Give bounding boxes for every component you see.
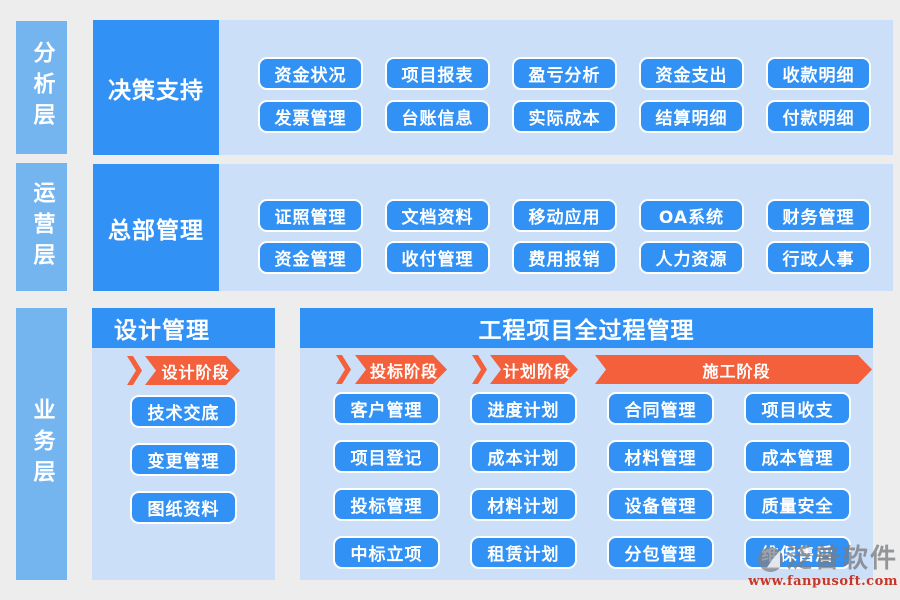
project-process-panel: 工程项目全过程管理 投标阶段 计划阶段 施工阶段 客户管理项目登记投标管理中标立… bbox=[300, 308, 873, 580]
bidding-stage-banner: 投标阶段 bbox=[355, 355, 447, 384]
design-stage-banner: 设计阶段 bbox=[145, 356, 240, 385]
layer-label-business: 业务层 bbox=[16, 308, 67, 580]
construction-stage-banner: 施工阶段 bbox=[595, 355, 872, 384]
module-button[interactable]: 成本计划 bbox=[470, 440, 577, 473]
module-button[interactable]: 资金管理 bbox=[258, 241, 363, 274]
decision-support-title: 决策支持 bbox=[93, 20, 219, 155]
module-button[interactable]: 项目报表 bbox=[385, 57, 490, 90]
module-button[interactable]: 付款明细 bbox=[766, 100, 871, 133]
stage-chevron-icon bbox=[127, 356, 142, 385]
module-button[interactable]: 台账信息 bbox=[385, 100, 490, 133]
module-button[interactable]: 费用报销 bbox=[512, 241, 617, 274]
module-button[interactable]: OA系统 bbox=[639, 199, 744, 232]
layer-label-text: 运营层 bbox=[29, 180, 55, 274]
decision-button-row-2: 发票管理台账信息实际成本结算明细付款明细 bbox=[219, 100, 893, 133]
headquarters-button-row-1: 证照管理文档资料移动应用 OA系统财务管理 bbox=[219, 199, 893, 232]
module-button[interactable]: 中标立项 bbox=[333, 536, 440, 569]
bidding-button-column: 客户管理项目登记投标管理中标立项 bbox=[333, 392, 440, 569]
module-button[interactable]: 质量安全 bbox=[744, 488, 851, 521]
layer-label-operations: 运营层 bbox=[16, 163, 67, 291]
module-button[interactable]: 租赁计划 bbox=[470, 536, 577, 569]
planning-button-column: 进度计划成本计划材料计划租赁计划 bbox=[470, 392, 577, 569]
construction-button-column-left: 合同管理材料管理设备管理分包管理 bbox=[607, 392, 714, 569]
module-button[interactable]: 分包管理 bbox=[607, 536, 714, 569]
module-button[interactable]: 人力资源 bbox=[639, 241, 744, 274]
module-button[interactable]: 文档资料 bbox=[385, 199, 490, 232]
module-button[interactable]: 收款明细 bbox=[766, 57, 871, 90]
stage-chevron-icon bbox=[472, 355, 487, 384]
module-button[interactable]: 技术交底 bbox=[130, 395, 237, 428]
construction-button-column-right: 项目收支成本管理质量安全维保售后 bbox=[744, 392, 851, 569]
module-button[interactable]: 成本管理 bbox=[744, 440, 851, 473]
headquarters-panel: 证照管理文档资料移动应用 OA系统财务管理 资金管理收付管理费用报销人力资源行政人… bbox=[219, 164, 893, 291]
module-button[interactable]: 客户管理 bbox=[333, 392, 440, 425]
module-button[interactable]: 合同管理 bbox=[607, 392, 714, 425]
layer-label-text: 分析层 bbox=[29, 41, 55, 134]
module-button[interactable]: 维保售后 bbox=[744, 536, 851, 569]
decision-support-panel: 资金状况项目报表盈亏分析资金支出收款明细 发票管理台账信息实际成本结算明细付款明… bbox=[219, 20, 893, 155]
module-button[interactable]: 项目收支 bbox=[744, 392, 851, 425]
module-button[interactable]: 材料管理 bbox=[607, 440, 714, 473]
planning-stage-banner: 计划阶段 bbox=[490, 355, 578, 384]
module-button[interactable]: 项目登记 bbox=[333, 440, 440, 473]
module-button[interactable]: 投标管理 bbox=[333, 488, 440, 521]
module-button[interactable]: 图纸资料 bbox=[130, 491, 237, 524]
design-management-title: 设计管理 bbox=[92, 308, 275, 348]
module-button[interactable]: 收付管理 bbox=[385, 241, 490, 274]
module-button[interactable]: 发票管理 bbox=[258, 100, 363, 133]
decision-button-row-1: 资金状况项目报表盈亏分析资金支出收款明细 bbox=[219, 57, 893, 90]
stage-chevron-icon bbox=[336, 355, 351, 384]
headquarters-button-row-2: 资金管理收付管理费用报销人力资源行政人事 bbox=[219, 241, 893, 274]
module-button[interactable]: 设备管理 bbox=[607, 488, 714, 521]
layer-label-text: 业务层 bbox=[29, 397, 55, 491]
layer-label-analysis: 分析层 bbox=[16, 21, 67, 154]
module-button[interactable]: 进度计划 bbox=[470, 392, 577, 425]
module-button[interactable]: 资金支出 bbox=[639, 57, 744, 90]
module-button[interactable]: 材料计划 bbox=[470, 488, 577, 521]
project-process-title: 工程项目全过程管理 bbox=[300, 308, 873, 348]
module-button[interactable]: 盈亏分析 bbox=[512, 57, 617, 90]
module-button[interactable]: 资金状况 bbox=[258, 57, 363, 90]
module-button[interactable]: 移动应用 bbox=[512, 199, 617, 232]
module-button[interactable]: 行政人事 bbox=[766, 241, 871, 274]
headquarters-title: 总部管理 bbox=[93, 164, 219, 291]
module-button[interactable]: 证照管理 bbox=[258, 199, 363, 232]
design-button-column: 技术交底变更管理图纸资料 bbox=[130, 395, 237, 524]
design-management-panel: 设计管理 设计阶段 技术交底变更管理图纸资料 bbox=[92, 308, 275, 580]
module-button[interactable]: 结算明细 bbox=[639, 100, 744, 133]
module-button[interactable]: 财务管理 bbox=[766, 199, 871, 232]
module-button[interactable]: 实际成本 bbox=[512, 100, 617, 133]
module-button[interactable]: 变更管理 bbox=[130, 443, 237, 476]
